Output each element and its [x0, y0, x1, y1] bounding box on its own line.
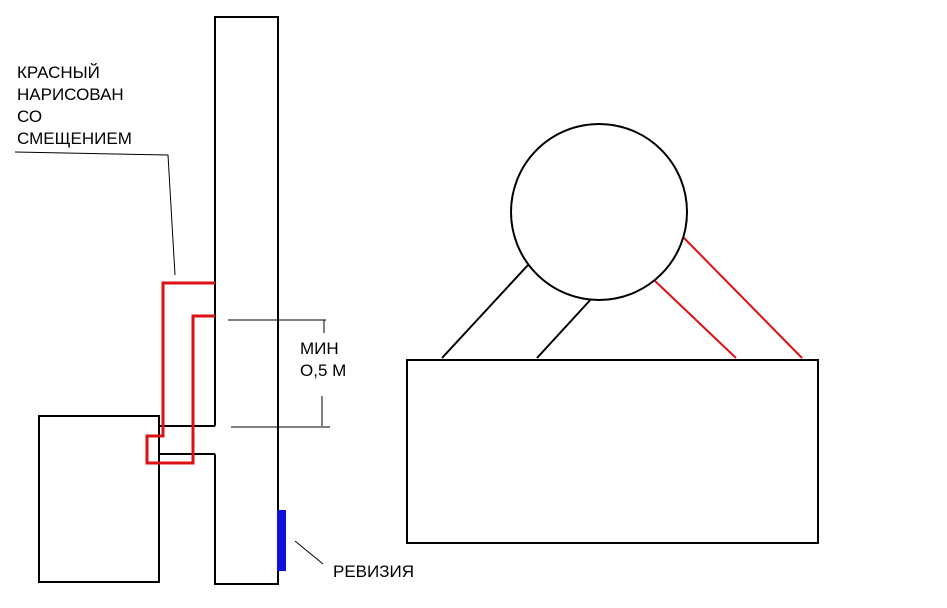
- tank-box: [406, 359, 819, 544]
- min-distance-line-1: МИН: [300, 339, 339, 358]
- round-vessel: [510, 123, 688, 301]
- black-leg-left: [441, 264, 529, 359]
- revision-leader-line: [294, 540, 324, 565]
- black-leg-right: [536, 296, 594, 359]
- min-distance-line-2: О,5 М: [300, 361, 347, 380]
- revision-label: РЕВИЗИЯ: [333, 562, 414, 581]
- note-leader-line: [14, 151, 176, 276]
- red-offset-note-line-4: СМЕЩЕНИЕМ: [17, 129, 132, 148]
- revision-mark: [277, 510, 286, 571]
- chimney-inlet-lower: [212, 426, 218, 454]
- red-offset-note-line-3: СО: [17, 107, 43, 126]
- chimney-column: [214, 16, 279, 585]
- red-offset-note-line-1: КРАСНЫЙ: [17, 63, 100, 82]
- red-leg-right: [683, 237, 803, 359]
- red-offset-note: КРАСНЫЙ НАРИСОВАН СО СМЕЩЕНИЕМ: [17, 62, 132, 150]
- min-distance-label: МИН О,5 М: [300, 338, 346, 382]
- red-offset-note-line-2: НАРИСОВАН: [17, 85, 124, 104]
- red-leg-left: [653, 279, 737, 359]
- red-pipe-path: [145, 281, 215, 465]
- boiler-box: [38, 415, 160, 583]
